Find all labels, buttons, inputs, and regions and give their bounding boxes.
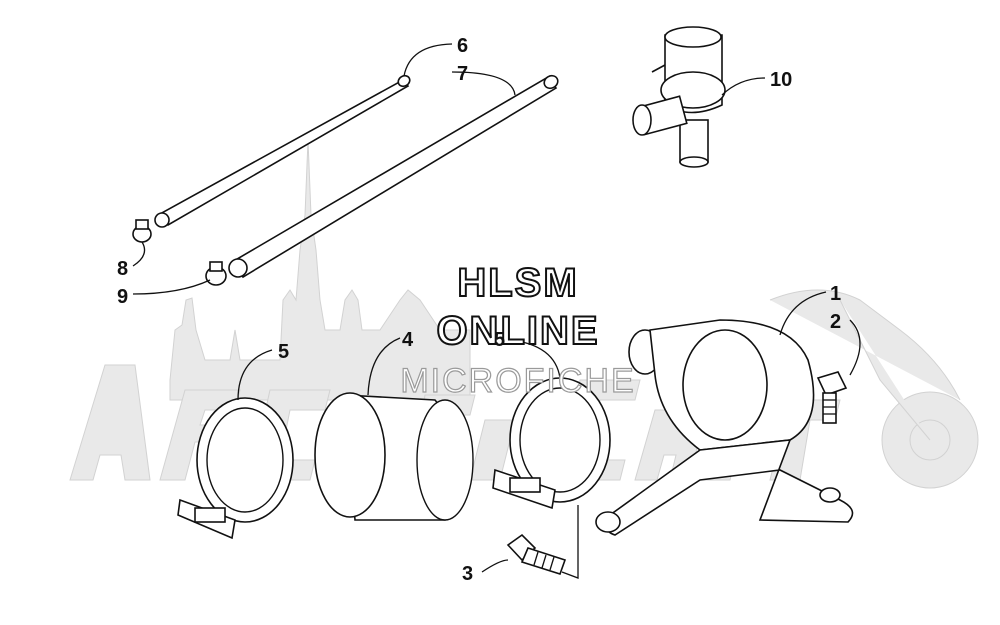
small-clamp-8	[132, 219, 152, 243]
tube-7	[228, 74, 559, 279]
callout-10: 10	[770, 69, 792, 91]
leader-3-bracket	[561, 505, 579, 579]
leader-8	[132, 241, 146, 267]
motorcycle-frame	[769, 289, 961, 441]
tube-6	[154, 74, 411, 228]
callout-6: 6	[457, 35, 468, 57]
hose-clamp-5-left	[177, 397, 294, 540]
callout-5-left: 5	[278, 341, 289, 363]
callout-1: 1	[830, 283, 841, 305]
watermark-line2: ONLINE	[436, 309, 599, 353]
callout-5-middle: 5	[494, 329, 505, 351]
bolt-2	[816, 371, 848, 424]
sleeve-4	[314, 392, 474, 521]
watermark-text: HLSM ONLINE MICROFICHE	[400, 260, 635, 401]
leader-5-middle	[509, 339, 561, 379]
leader-10	[721, 77, 766, 96]
callout-2: 2	[830, 311, 841, 333]
leader-7	[451, 71, 516, 96]
leader-9	[132, 279, 211, 295]
small-clamp-9	[205, 261, 227, 286]
watermark-line3: MICROFICHE	[400, 362, 635, 400]
leader-5-left	[237, 349, 273, 401]
callout-labels: 1 2 3 4 5 5 6 7 8 9 10	[117, 35, 841, 585]
housing-1	[595, 319, 854, 536]
callout-7: 7	[457, 63, 468, 85]
callout-8: 8	[117, 258, 128, 280]
leader-2	[849, 319, 861, 376]
watermark-line1: HLSM	[457, 261, 578, 305]
leader-6	[403, 43, 453, 77]
leader-1	[779, 291, 827, 336]
bolt-3	[506, 533, 567, 575]
callout-9: 9	[117, 286, 128, 308]
leader-3	[481, 559, 509, 573]
hose-clamp-5-middle	[492, 377, 611, 510]
leader-lines	[132, 43, 861, 579]
callout-3: 3	[462, 563, 473, 585]
valve-10	[632, 26, 726, 168]
leader-4	[367, 337, 401, 396]
callout-4: 4	[402, 329, 414, 351]
